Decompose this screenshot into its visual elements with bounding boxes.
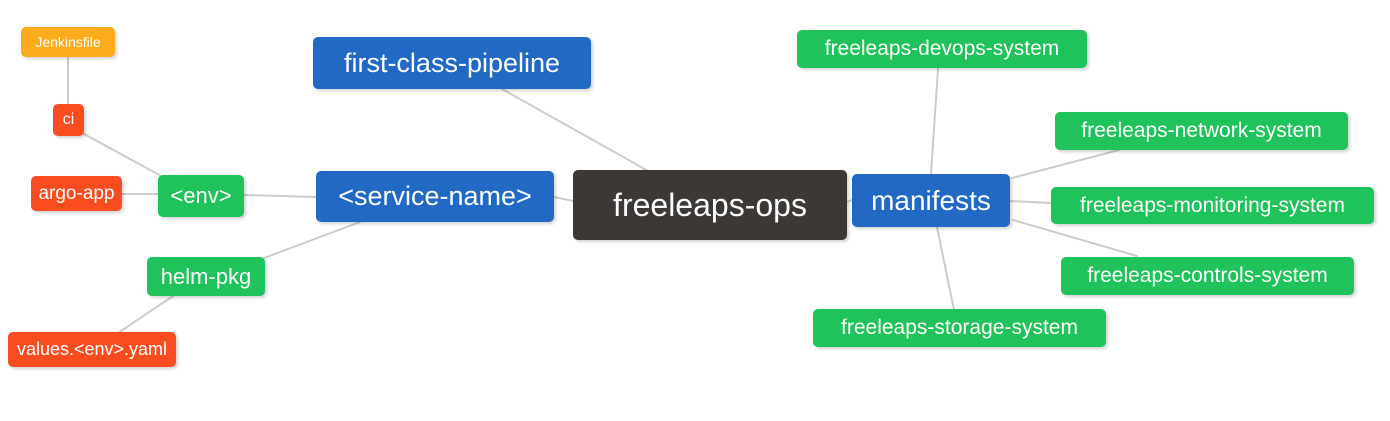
edge-manifests-devops <box>930 68 939 175</box>
edge-manifests-controls <box>1012 219 1138 257</box>
edge-manifests-monitoring <box>1009 200 1052 204</box>
edge-manifests-storage <box>936 226 955 311</box>
node-controls-system[interactable]: freeleaps-controls-system <box>1061 257 1354 295</box>
node-argo-app[interactable]: argo-app <box>31 176 122 211</box>
node-jenkinsfile[interactable]: Jenkinsfile <box>21 27 115 57</box>
node-network-system[interactable]: freeleaps-network-system <box>1055 112 1348 150</box>
node-ci[interactable]: ci <box>53 104 84 136</box>
edge-service-name-helm-pkg <box>263 221 361 259</box>
edge-pipeline-root <box>501 88 651 173</box>
edge-env-service-name <box>243 194 317 198</box>
node-manifests[interactable]: manifests <box>852 174 1010 227</box>
node-env[interactable]: <env> <box>158 175 244 217</box>
edge-root-manifests <box>846 199 853 203</box>
node-storage-system[interactable]: freeleaps-storage-system <box>813 309 1106 347</box>
node-service-name[interactable]: <service-name> <box>316 171 554 222</box>
edge-manifests-network <box>1011 149 1120 179</box>
edge-ci-env <box>83 133 164 178</box>
edge-helm-pkg-values-yaml <box>117 295 174 334</box>
node-devops-system[interactable]: freeleaps-devops-system <box>797 30 1087 68</box>
node-values-env-yaml[interactable]: values.<env>.yaml <box>8 332 176 367</box>
node-monitoring-system[interactable]: freeleaps-monitoring-system <box>1051 187 1374 224</box>
edge-service-name-root <box>553 196 574 202</box>
node-freeleaps-ops-root[interactable]: freeleaps-ops <box>573 170 847 240</box>
node-helm-pkg[interactable]: helm-pkg <box>147 257 265 296</box>
node-first-class-pipeline[interactable]: first-class-pipeline <box>313 37 591 89</box>
